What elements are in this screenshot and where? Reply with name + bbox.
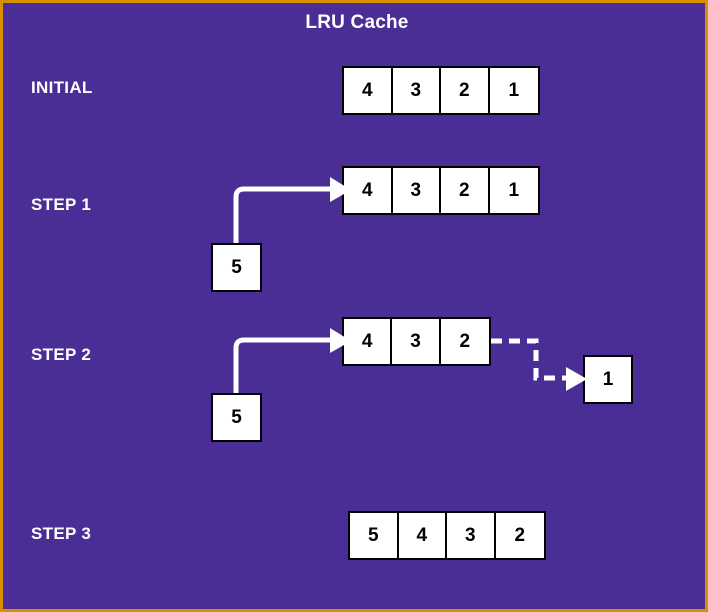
cache-cell: 1 [489, 68, 538, 113]
insert-arrow-step1 [233, 177, 351, 243]
cache-cell: 3 [392, 319, 441, 364]
evict-arrow-step2 [491, 338, 587, 391]
cache-cell: 4 [344, 319, 393, 364]
cache-cell: 4 [398, 513, 447, 558]
cache-cell: 2 [440, 319, 489, 364]
row-label-step3: STEP 3 [31, 524, 92, 543]
row-label-step1: STEP 1 [31, 195, 92, 214]
cache-cell: 4 [344, 68, 393, 113]
cache-row-step3: 5 4 3 2 [348, 511, 546, 560]
diagram-title: LRU Cache [305, 12, 409, 33]
cache-cell: 3 [447, 513, 496, 558]
cache-cell: 1 [489, 168, 538, 213]
cache-cell: 5 [350, 513, 399, 558]
incoming-value-box-step1: 5 [211, 243, 262, 292]
cache-row-initial: 4 3 2 1 [342, 66, 540, 115]
insert-arrow-step2 [233, 328, 351, 393]
incoming-value-box-step2: 5 [211, 393, 262, 442]
cache-cell: 2 [495, 513, 544, 558]
cache-row-step2: 4 3 2 [342, 317, 491, 366]
cache-cell: 2 [441, 168, 490, 213]
cache-cell: 4 [344, 168, 393, 213]
row-label-initial: INITIAL [31, 78, 93, 97]
cache-row-step1: 4 3 2 1 [342, 166, 540, 215]
evicted-value-box-step2: 1 [583, 355, 633, 404]
cache-cell: 3 [392, 168, 441, 213]
cache-cell: 3 [392, 68, 441, 113]
cache-cell: 2 [441, 68, 490, 113]
row-label-step2: STEP 2 [31, 345, 92, 364]
